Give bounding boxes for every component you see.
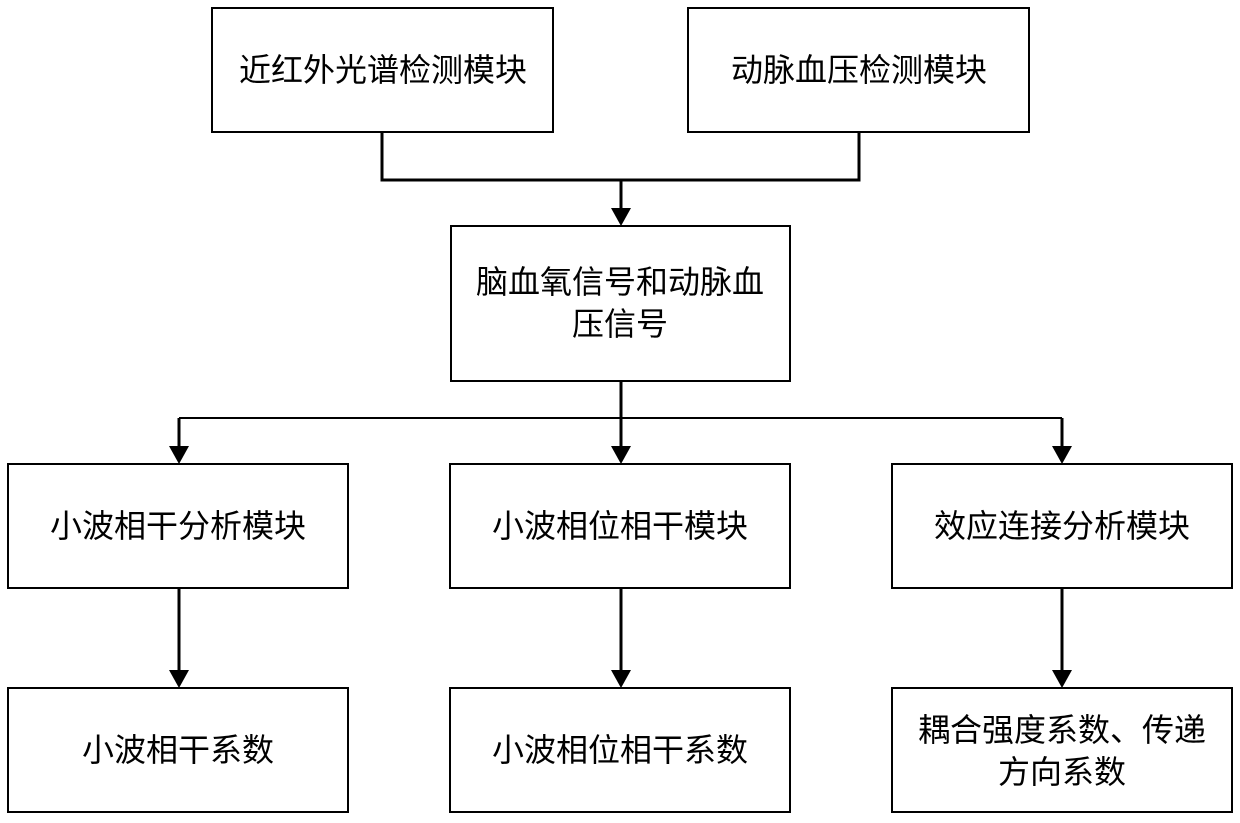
signals-box [451, 226, 790, 381]
signals-label-line1: 脑血氧信号和动脉血 [476, 263, 764, 301]
effective-connectivity-module-label: 效应连接分析模块 [934, 507, 1190, 545]
merge-arrowhead [611, 208, 631, 226]
abp-detection-label: 动脉血压检测模块 [731, 51, 987, 89]
wavelet-coherence-module-label: 小波相干分析模块 [50, 507, 306, 545]
merge-connector [382, 132, 859, 180]
middle-branch-arrowhead [611, 446, 631, 464]
connectivity-output-arrowhead [1052, 670, 1072, 688]
left-branch-arrowhead [169, 446, 189, 464]
nirs-detection-label: 近红外光谱检测模块 [239, 51, 527, 89]
wavelet-coherence-coef-label: 小波相干系数 [82, 731, 274, 769]
coherence-output-arrowhead [169, 670, 189, 688]
wavelet-phase-module-label: 小波相位相干模块 [492, 507, 748, 545]
coupling-output-label-line2: 方向系数 [998, 753, 1126, 791]
wavelet-phase-coef-label: 小波相位相干系数 [492, 731, 748, 769]
coupling-output-label-line1: 耦合强度系数、传递 [918, 711, 1206, 749]
right-branch-arrowhead [1052, 446, 1072, 464]
coupling-output-box [892, 688, 1232, 812]
signals-label-line2: 压信号 [572, 305, 668, 343]
phase-output-arrowhead [611, 670, 631, 688]
